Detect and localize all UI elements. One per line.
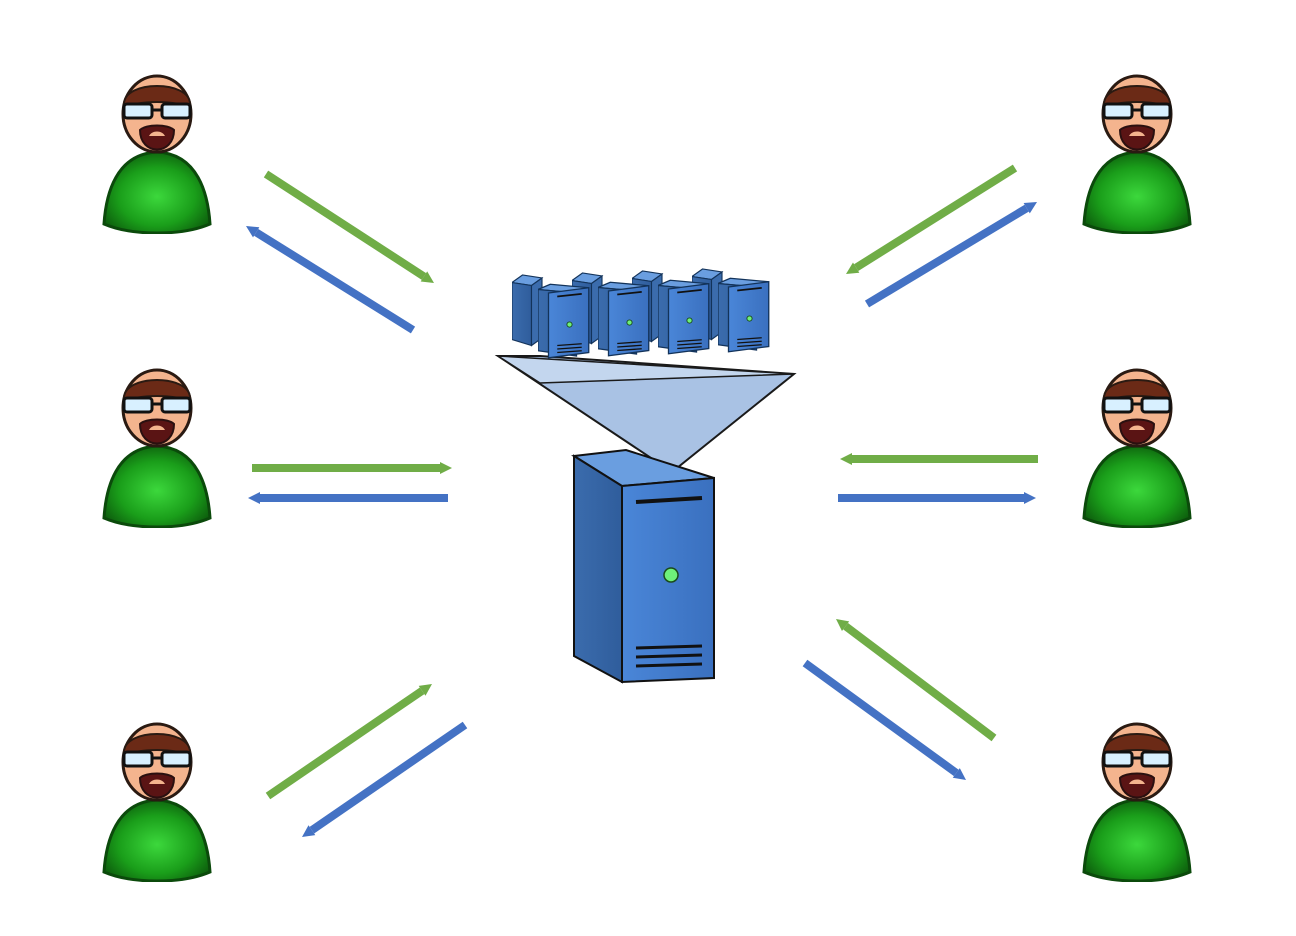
arrow-response-top-left [246,226,416,334]
server-cluster-icon [494,268,797,474]
connection-arrows [246,164,1038,837]
user-middle-right-icon [1082,368,1192,528]
arrow-request-bottom-right [836,619,997,742]
arrow-request-middle-right [840,453,1038,465]
arrow-request-middle-left [252,462,452,474]
user-top-right-icon [1082,74,1192,234]
user-bottom-right-icon [1082,722,1192,882]
user-middle-left-icon [102,368,212,528]
user-bottom-left-icon [102,722,212,882]
arrow-request-bottom-left [265,684,432,800]
user-top-left-icon [102,74,212,234]
arrow-response-middle-right [838,492,1036,504]
arrow-response-middle-left [248,492,448,504]
arrow-request-top-left [263,170,434,283]
arrow-response-top-right [864,202,1037,308]
server-tower-icon [571,448,715,684]
arrow-response-bottom-left [302,721,468,837]
arrow-request-top-right [846,164,1018,274]
arrow-response-bottom-right [802,659,966,780]
